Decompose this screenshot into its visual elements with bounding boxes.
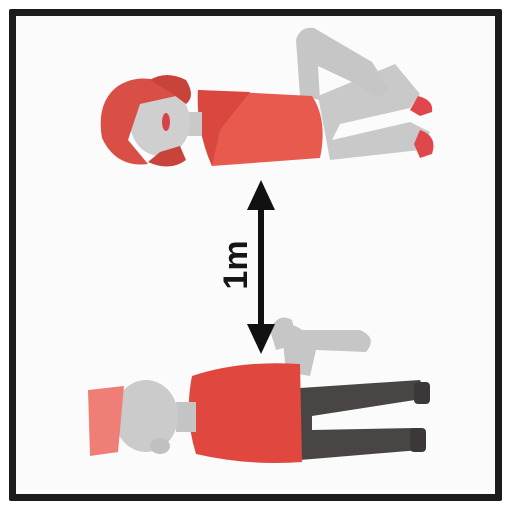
female-lips [162,113,170,131]
male-neck [176,402,196,432]
male-shirt [189,363,302,463]
female-figure [101,28,434,167]
male-hair [88,386,124,456]
arrow-head-top [247,180,275,210]
arrow-head-bottom [247,324,275,354]
male-shoe-bottom [410,428,426,452]
male-hand [270,318,298,350]
distance-label: 1m [209,243,263,287]
male-legs [300,380,428,460]
male-face [114,380,178,452]
male-ear [150,438,170,454]
male-shoe-top [414,382,430,404]
